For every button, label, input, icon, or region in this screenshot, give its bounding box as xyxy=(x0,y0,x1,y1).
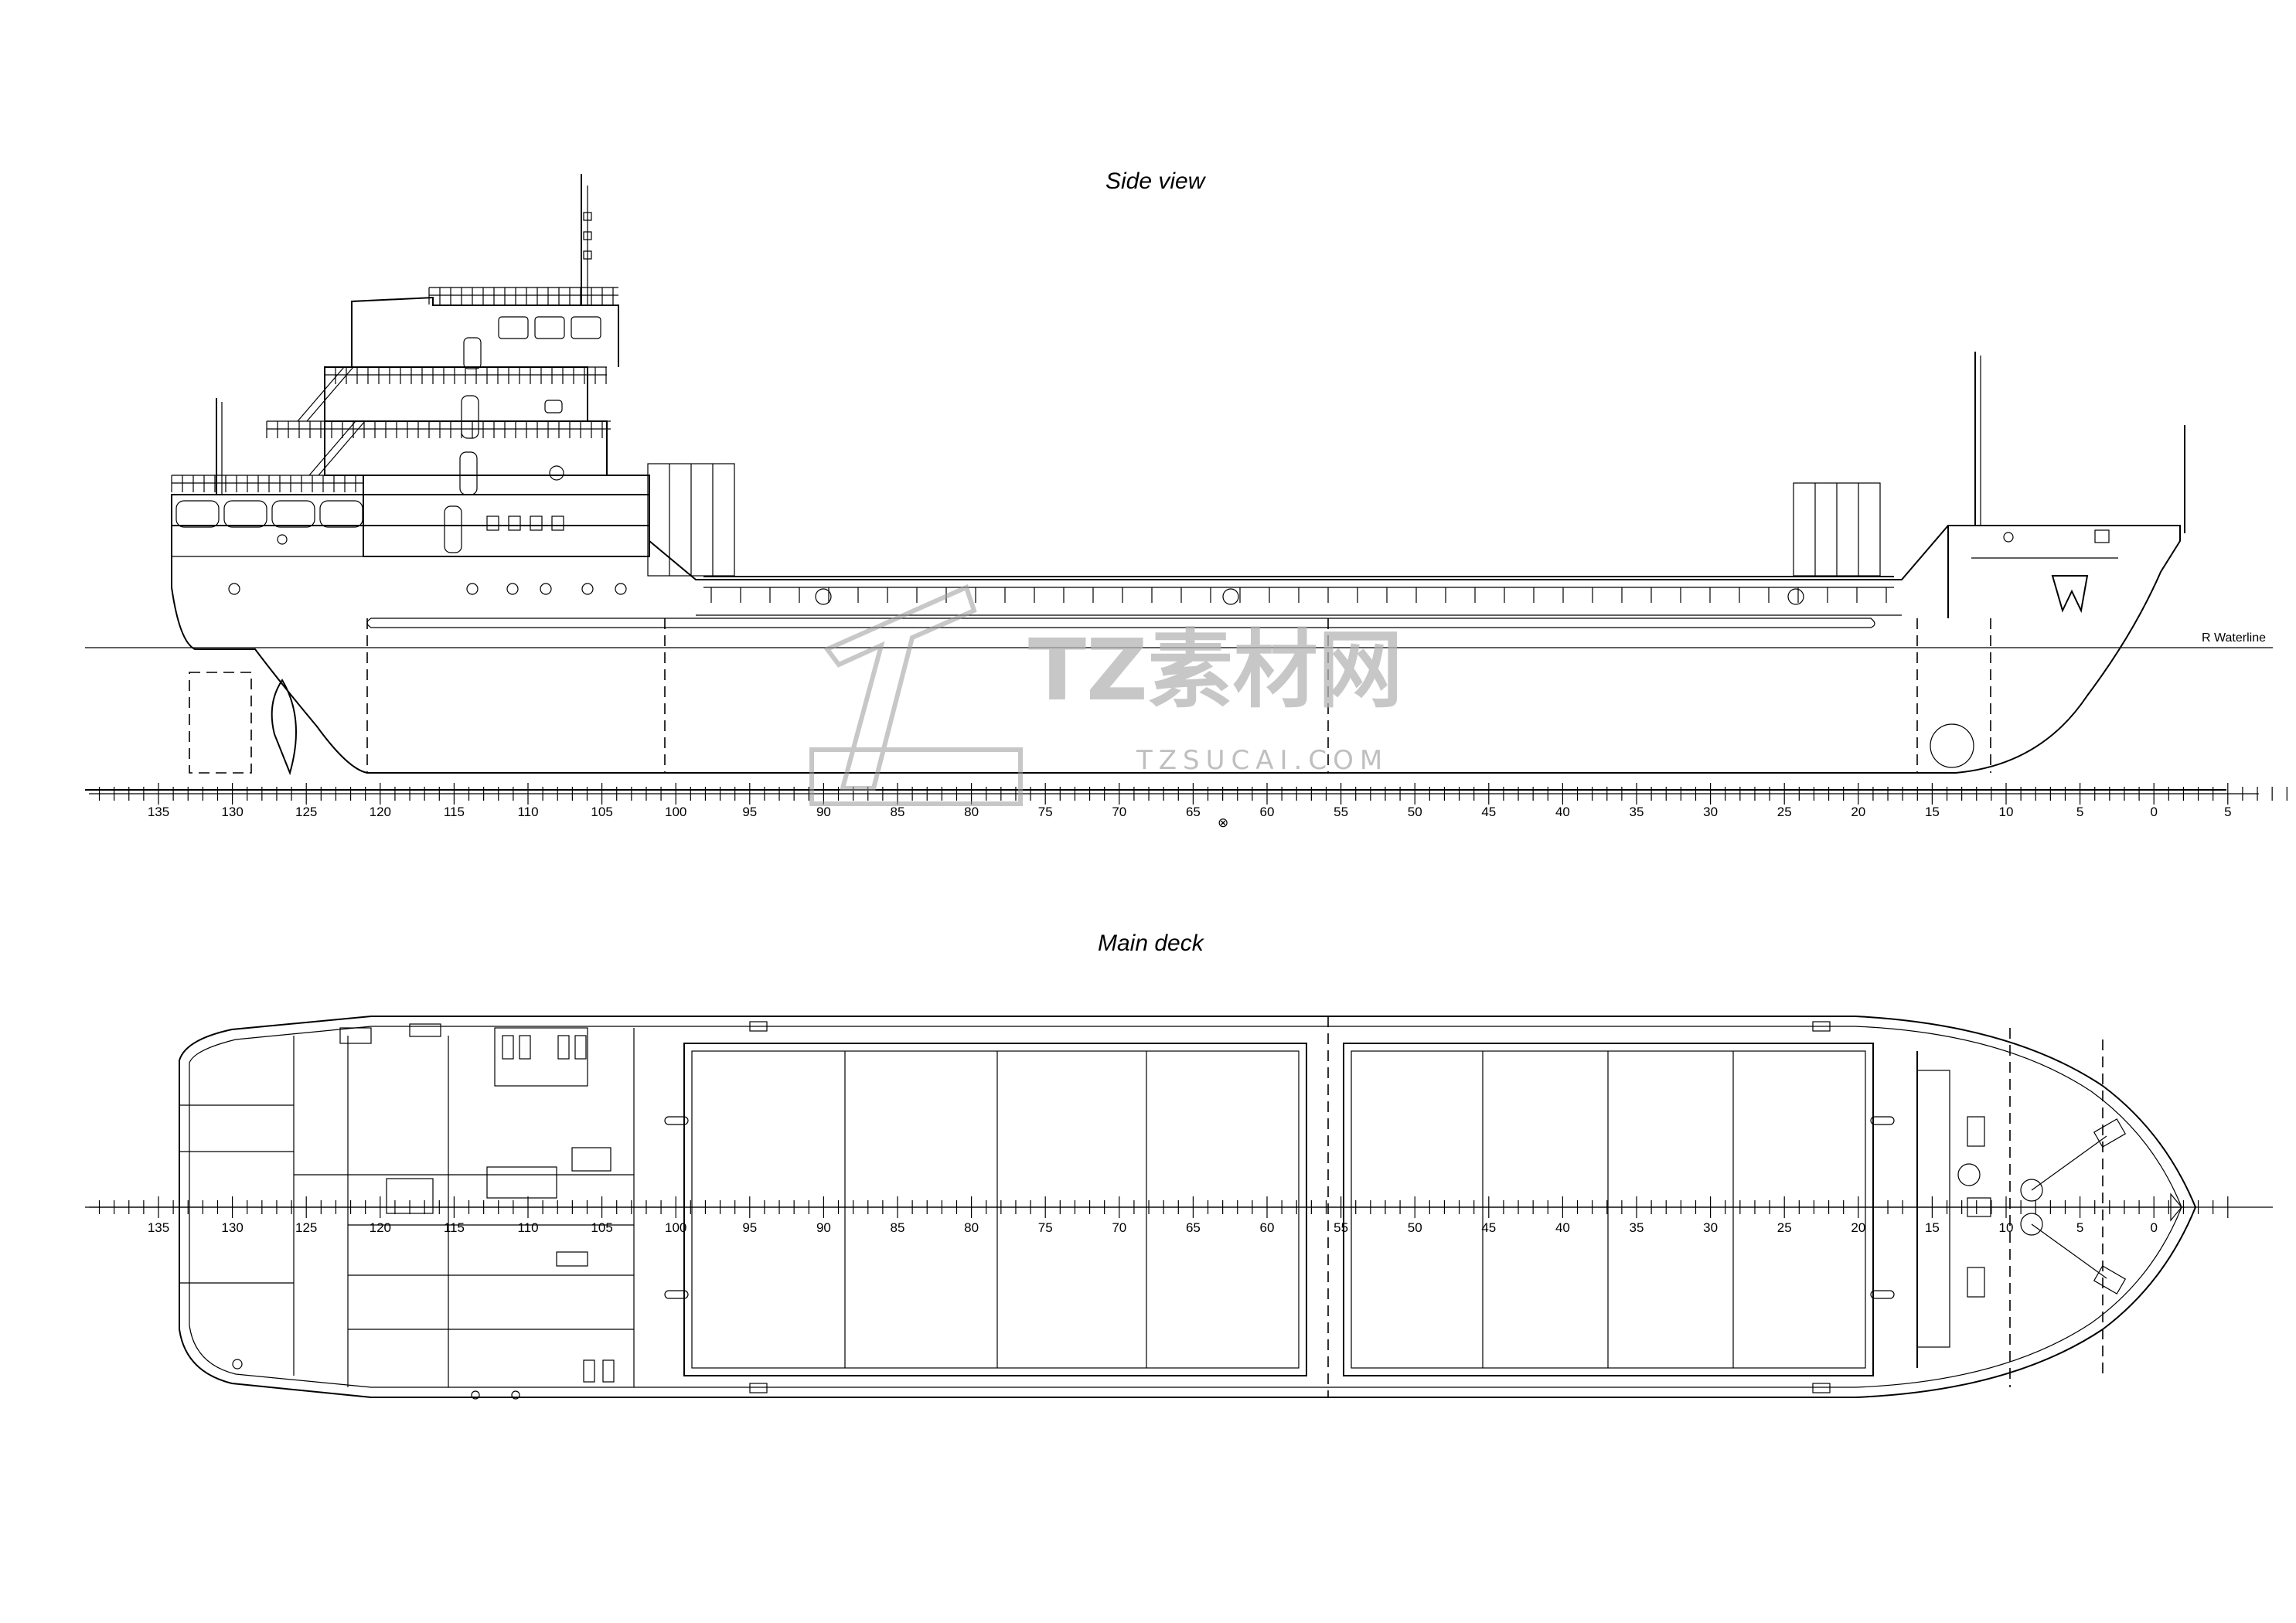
deck-frame-label: 10 xyxy=(1999,1220,2014,1235)
deck-frame-label: 115 xyxy=(444,1220,465,1235)
side-frame-label: 10 xyxy=(1999,805,2014,819)
side-frame-label: 25 xyxy=(1777,805,1792,819)
deck-frame-label: 60 xyxy=(1260,1220,1275,1235)
side-frame-label: 40 xyxy=(1555,805,1570,819)
deck-frame-label: 95 xyxy=(742,1220,757,1235)
side-frame-label: 95 xyxy=(742,805,757,819)
side-frame-label: 100 xyxy=(665,805,686,819)
side-view-ship: R Waterline xyxy=(85,174,2273,791)
side-frame-label: 125 xyxy=(295,805,317,819)
liferaft xyxy=(175,500,220,528)
side-frame-label: 90 xyxy=(816,805,831,819)
hatch-aft xyxy=(683,1043,1307,1376)
deck-frame-label: 65 xyxy=(1186,1220,1201,1235)
deck-frame-label: 25 xyxy=(1777,1220,1792,1235)
waterline-label: R Waterline xyxy=(2202,631,2266,645)
deck-frame-label: 55 xyxy=(1334,1220,1348,1235)
side-frame-label: 20 xyxy=(1851,805,1865,819)
forecastle xyxy=(1947,525,2176,618)
main-deck-title: Main deck xyxy=(1098,931,1205,956)
hull-outline xyxy=(171,525,2181,774)
deck-frame-label: 125 xyxy=(295,1220,317,1235)
side-frame-label: 65 xyxy=(1186,805,1201,819)
midship-symbol: ⊗ xyxy=(1218,815,1228,830)
deck-frame-label: 130 xyxy=(221,1220,243,1235)
anchor xyxy=(2051,575,2089,614)
deck-frame-label: 110 xyxy=(517,1220,538,1235)
watermark-logo xyxy=(809,584,1023,806)
deck-frame-label: 80 xyxy=(964,1220,979,1235)
watermark-url: TZSUCAI.COM xyxy=(1136,745,1388,776)
deck-frame-label: 20 xyxy=(1851,1220,1865,1235)
side-frame-label: 135 xyxy=(148,805,169,819)
side-frame-label: 0 xyxy=(2150,805,2157,819)
deck-frame-label: 105 xyxy=(591,1220,612,1235)
side-frame-label: 105 xyxy=(591,805,612,819)
deck-frame-label: 100 xyxy=(665,1220,686,1235)
side-frame-label: 130 xyxy=(221,805,243,819)
deck-frame-label: 120 xyxy=(370,1220,391,1235)
side-frame-label: 15 xyxy=(1925,805,1940,819)
deck-frame-label: 40 xyxy=(1555,1220,1570,1235)
deck-frame-label: 75 xyxy=(1038,1220,1053,1235)
deckhouse-lower xyxy=(171,494,650,526)
side-frame-label: 30 xyxy=(1703,805,1718,819)
deck-frame-label: 0 xyxy=(2150,1220,2157,1235)
side-frame-label: 80 xyxy=(964,805,979,819)
side-frame-label: 35 xyxy=(1630,805,1644,819)
deck-frame-label: 135 xyxy=(148,1220,169,1235)
side-frame-label: 115 xyxy=(444,805,465,819)
deck-frame-label: 90 xyxy=(816,1220,831,1235)
rudder xyxy=(189,672,252,774)
side-frame-label: 85 xyxy=(891,805,905,819)
side-view-title: Side view xyxy=(1105,168,1207,194)
propeller xyxy=(271,679,297,776)
accommodation-layout xyxy=(179,1023,635,1400)
bow-thruster xyxy=(1930,723,1974,768)
deck-frame-label: 5 xyxy=(2076,1220,2083,1235)
deck-frame-label: 50 xyxy=(1408,1220,1422,1235)
side-frame-label: 5 xyxy=(2076,805,2083,819)
mess-room xyxy=(494,1027,588,1087)
side-frame-label: 120 xyxy=(370,805,391,819)
side-frame-label: 60 xyxy=(1260,805,1275,819)
watermark: TZ素材网 TZSUCAI.COM xyxy=(809,584,1403,806)
windlass-port xyxy=(1957,1163,1981,1186)
wheelhouse xyxy=(351,296,619,367)
side-frame-label: 55 xyxy=(1334,805,1348,819)
railings xyxy=(171,287,618,492)
deck-frame-label: 30 xyxy=(1703,1220,1718,1235)
deck-frame-label: 35 xyxy=(1630,1220,1644,1235)
side-frame-label: 75 xyxy=(1038,805,1053,819)
side-frame-label: 5 xyxy=(2224,805,2231,819)
side-frame-label: 110 xyxy=(517,805,538,819)
side-frame-label: 70 xyxy=(1112,805,1126,819)
watermark-brand: TZ素材网 xyxy=(1028,621,1403,720)
deck-frame-label: 45 xyxy=(1481,1220,1496,1235)
deck-frame-label: 85 xyxy=(891,1220,905,1235)
deck-frame-label: 15 xyxy=(1925,1220,1940,1235)
deck-frame-label: 70 xyxy=(1112,1220,1126,1235)
side-frame-label: 50 xyxy=(1408,805,1422,819)
side-frame-label: 45 xyxy=(1481,805,1496,819)
